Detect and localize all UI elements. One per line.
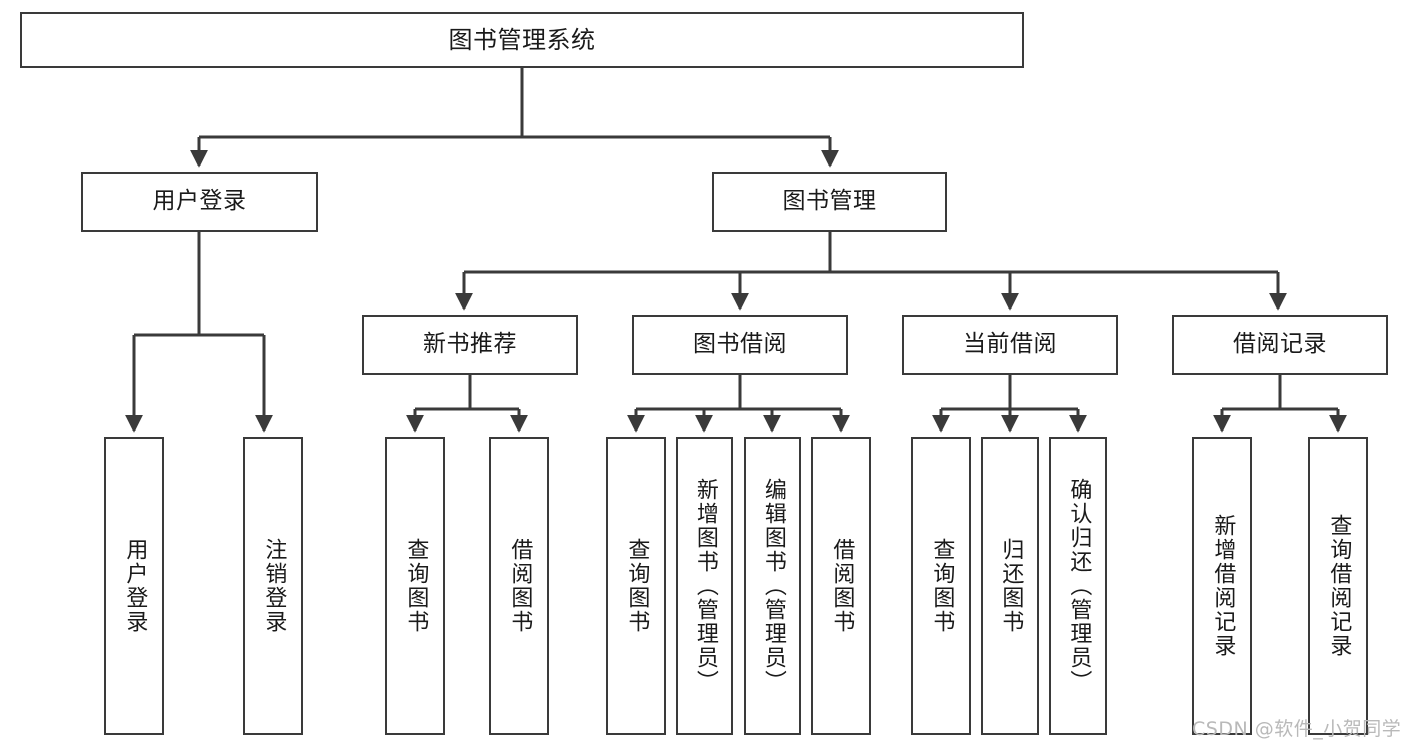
node-label: 归还图书	[998, 538, 1024, 634]
node-label: 图书管理	[782, 188, 877, 215]
node-label: 借阅记录	[1233, 331, 1327, 358]
node-label: 查询图书	[929, 538, 955, 634]
node-user-login[interactable]: 用户登录	[81, 172, 318, 232]
leaf-current-confirm-return-admin[interactable]: 确认归还（管理员）	[1049, 437, 1107, 735]
leaf-borrow-edit-book-admin[interactable]: 编辑图书（管理员）	[744, 437, 801, 735]
node-label: 图书借阅	[693, 331, 787, 358]
node-label: 查询图书	[624, 538, 650, 634]
node-label: 用户登录	[152, 188, 247, 215]
leaf-user-login-login[interactable]: 用户登录	[104, 437, 164, 735]
node-label: 借阅图书	[507, 538, 533, 634]
leaf-borrow-borrow-book[interactable]: 借阅图书	[811, 437, 871, 735]
node-label: 查询图书	[403, 538, 429, 634]
leaf-current-query-book[interactable]: 查询图书	[911, 437, 971, 735]
leaf-record-add-record[interactable]: 新增借阅记录	[1192, 437, 1252, 735]
node-root-system[interactable]: 图书管理系统	[20, 12, 1024, 68]
node-book-borrow[interactable]: 图书借阅	[632, 315, 848, 375]
node-label: 编辑图书（管理员）	[760, 478, 786, 694]
csdn-watermark: CSDN @软件_小贺同学	[1192, 718, 1402, 740]
leaf-recommend-borrow-book[interactable]: 借阅图书	[489, 437, 549, 735]
node-new-book-recommend[interactable]: 新书推荐	[362, 315, 578, 375]
node-label: 注销登录	[261, 538, 287, 634]
leaf-record-query-record[interactable]: 查询借阅记录	[1308, 437, 1368, 735]
node-label: 图书管理系统	[448, 25, 596, 54]
node-label: 新书推荐	[423, 331, 517, 358]
node-label: 新增图书（管理员）	[692, 478, 718, 694]
node-book-management[interactable]: 图书管理	[712, 172, 947, 232]
node-label: 新增借阅记录	[1210, 514, 1236, 658]
node-label: 借阅图书	[829, 538, 855, 634]
leaf-recommend-query-book[interactable]: 查询图书	[385, 437, 445, 735]
leaf-borrow-query-book[interactable]: 查询图书	[606, 437, 666, 735]
node-label: 查询借阅记录	[1326, 514, 1352, 658]
node-label: 确认归还（管理员）	[1066, 478, 1092, 694]
node-label: 当前借阅	[963, 331, 1057, 358]
leaf-current-return-book[interactable]: 归还图书	[981, 437, 1039, 735]
node-label: 用户登录	[122, 538, 148, 634]
node-borrow-record[interactable]: 借阅记录	[1172, 315, 1388, 375]
leaf-borrow-add-book-admin[interactable]: 新增图书（管理员）	[676, 437, 733, 735]
leaf-user-login-logout[interactable]: 注销登录	[243, 437, 303, 735]
node-current-borrow[interactable]: 当前借阅	[902, 315, 1118, 375]
